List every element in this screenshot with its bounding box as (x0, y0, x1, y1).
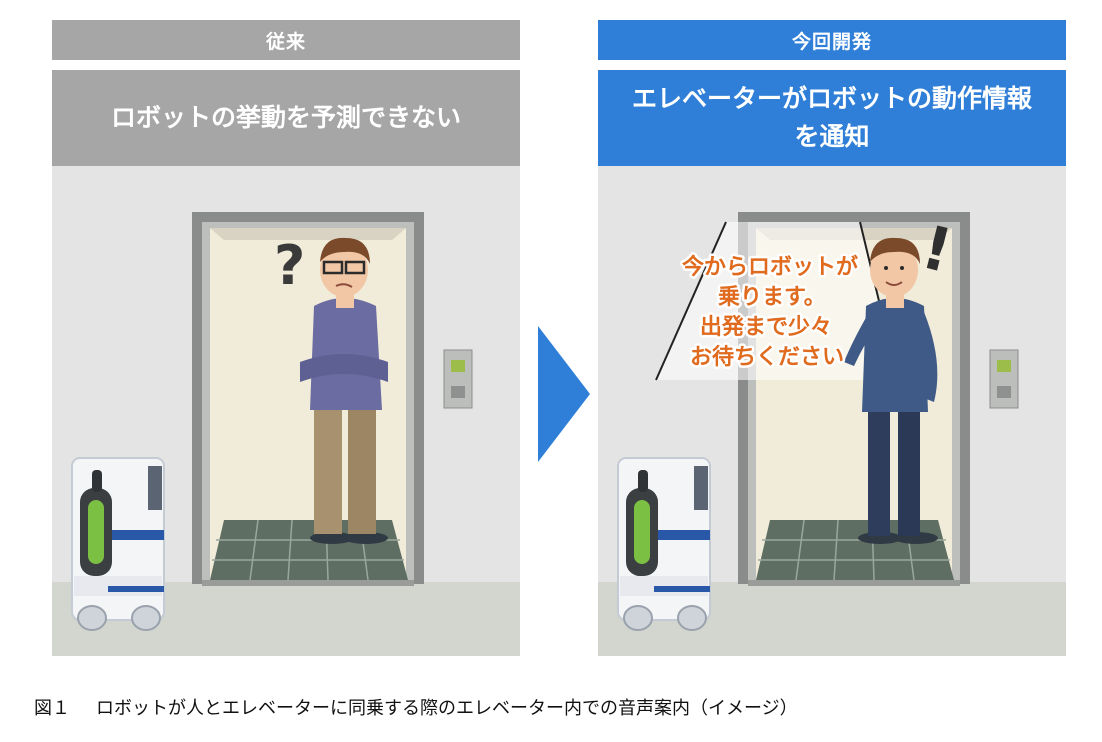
speech-line-4: お待ちください (690, 344, 844, 370)
robot (617, 457, 711, 631)
right-arrow-icon (538, 326, 590, 462)
caption-text: ロボットが人とエレベーターに同乗する際のエレベーター内での音声案内（イメージ） (96, 698, 798, 719)
before-heading: ロボットの挙動を予測できない (52, 70, 520, 166)
after-scene: ! 今からロボットが 乗ります。 出発まで少々 お待ちください (598, 166, 1066, 656)
after-illustration: ! 今からロボットが 乗ります。 出発まで少々 お待ちください (598, 166, 1066, 656)
confused-person (300, 237, 388, 544)
after-tab-label: 今回開発 (598, 20, 1066, 60)
figure-number: 図１ (34, 698, 70, 719)
figure-caption: 図１ ロボットが人とエレベーターに同乗する際のエレベーター内での音声案内（イメージ… (34, 694, 1074, 720)
robot (71, 457, 165, 631)
question-mark-icon: ? (274, 234, 305, 297)
before-scene: ? (52, 166, 520, 656)
before-illustration: ? (52, 166, 520, 656)
after-heading: エレベーターがロボットの動作情報 を通知 (598, 70, 1066, 166)
after-heading-line1: エレベーターがロボットの動作情報 (631, 84, 1032, 113)
speech-line-2: 乗ります。 (718, 285, 826, 310)
after-heading-line2: を通知 (794, 122, 870, 151)
before-tab-label: 従来 (52, 20, 520, 60)
speech-line-1: 今からロボットが (682, 254, 858, 280)
smiling-person (844, 237, 938, 544)
after-panel: 今回開発 エレベーターがロボットの動作情報 を通知 (598, 0, 1066, 660)
speech-line-3: 出発まで少々 (700, 315, 832, 340)
speech-text: 今からロボットが 乗ります。 出発まで少々 お待ちください (680, 252, 861, 373)
before-panel: 従来 ロボットの挙動を予測できない (52, 0, 520, 660)
